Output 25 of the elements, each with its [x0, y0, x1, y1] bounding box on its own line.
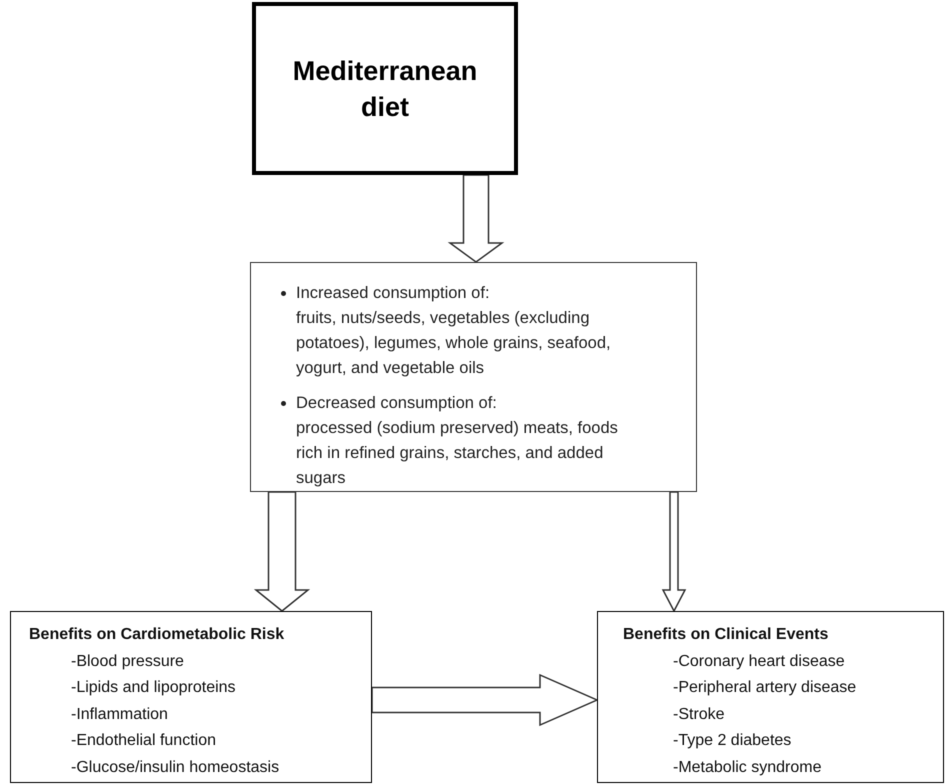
list-item: -Type 2 diabetes — [673, 732, 792, 749]
title-box — [252, 2, 518, 175]
list-item: -Coronary heart disease — [673, 652, 845, 670]
benefit-box — [597, 611, 944, 783]
list-item: -Peripheral artery disease — [673, 679, 856, 696]
bullet-text: processed (sodium preserved) meats, foods rich in refined grains, starches, and added sugars — [296, 419, 618, 487]
block-arrow — [371, 674, 599, 726]
box-heading: Benefits on Clinical Events — [623, 626, 828, 643]
list-item: -Glucose/insulin homeostasis — [71, 758, 280, 776]
bullet-heading: Decreased consumption of: — [296, 394, 497, 412]
food-box — [250, 262, 697, 492]
list-item: -Metabolic syndrome — [673, 758, 822, 776]
title-text: Mediterranean diet — [292, 54, 478, 124]
block-arrow — [662, 491, 686, 613]
list-item: -Blood pressure — [71, 652, 184, 670]
list-item: -Stroke — [673, 706, 725, 722]
benefit-box — [10, 611, 372, 783]
list-item: -Inflammation — [71, 706, 168, 722]
list-item: -Endothelial function — [71, 732, 216, 749]
block-arrow — [254, 491, 310, 612]
bullet-text: fruits, nuts/seeds, vegetables (excluding potatoes), legumes, whole grains, seafood, yogurt, and vegetable oils — [296, 309, 611, 377]
list-item: -Lipids and lipoproteins — [71, 679, 236, 696]
box-heading: Benefits on Cardiometabolic Risk — [29, 626, 284, 643]
bullet-heading: Increased consumption of: — [296, 284, 490, 302]
block-arrow — [448, 174, 504, 263]
